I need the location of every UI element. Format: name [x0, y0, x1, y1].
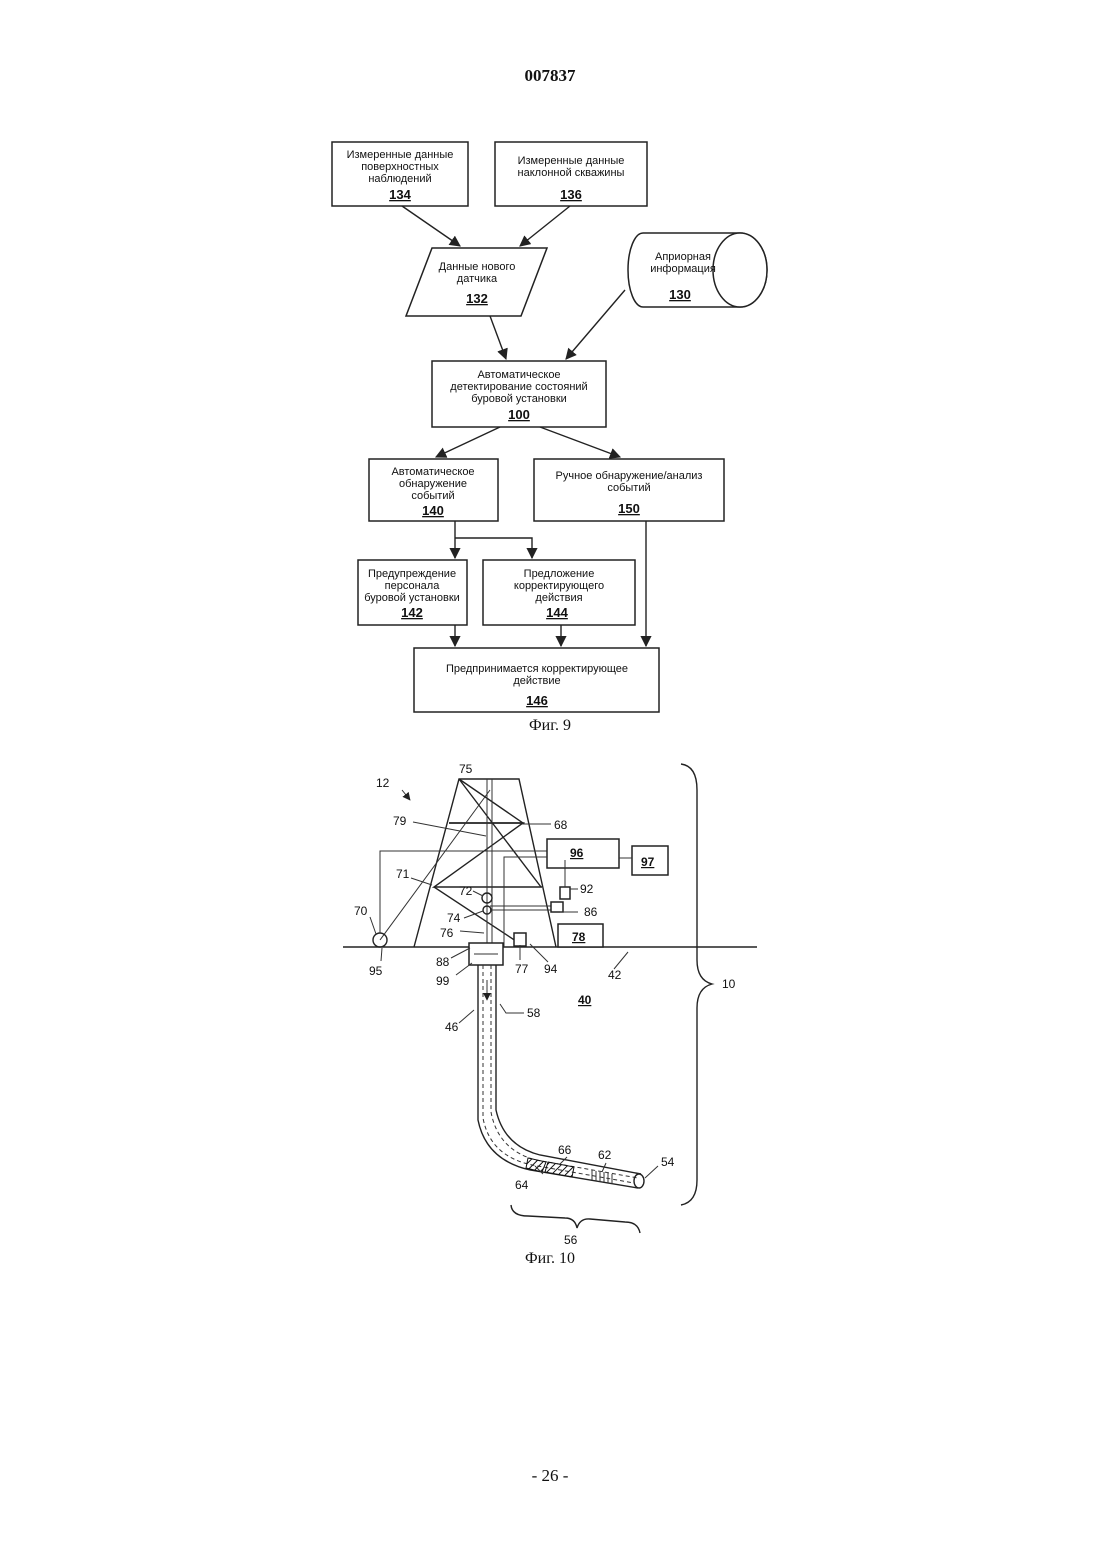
- box-140-line-1: Автоматическое: [391, 466, 474, 478]
- box-100-line-2: детектирование состояний: [450, 381, 587, 393]
- box-132-line-1: Данные нового: [439, 261, 516, 273]
- box-140-number: 140: [422, 503, 444, 518]
- box-146-corrective-action-taken: Предпринимается корректирующее действие …: [414, 648, 659, 712]
- box-136-line-2: наклонной скважины: [518, 167, 625, 179]
- box-136-number: 136: [560, 187, 582, 202]
- box-130-apriori-info-cylinder: Априорная информация 130: [628, 233, 767, 307]
- hookload-sensor-94: [514, 933, 526, 946]
- label-94: 94: [544, 962, 558, 976]
- label-68: 68: [554, 818, 568, 832]
- sensor-92: [560, 887, 570, 899]
- label-70: 70: [354, 904, 368, 918]
- box-140-auto-event-detection: Автоматическое обнаружение событий 140: [369, 459, 498, 521]
- label-99: 99: [436, 974, 450, 988]
- box-146-line-1: Предпринимается корректирующее: [446, 663, 628, 675]
- label-86: 86: [584, 905, 598, 919]
- label-95: 95: [369, 964, 383, 978]
- label-62: 62: [598, 1148, 612, 1162]
- box-130-number: 130: [669, 287, 691, 302]
- box-142-line-1: Предупреждение: [368, 568, 456, 580]
- box-150-line-1: Ручное обнаружение/анализ: [556, 470, 703, 482]
- box-100-line-1: Автоматическое: [477, 369, 560, 381]
- label-79: 79: [393, 814, 407, 828]
- box-142-line-3: буровой установки: [364, 592, 460, 604]
- label-64: 64: [515, 1178, 529, 1192]
- page-number: - 26 -: [0, 1466, 1100, 1486]
- label-42: 42: [608, 968, 622, 982]
- fig9-flowchart: Измеренные данные поверхностных наблюден…: [332, 142, 767, 712]
- derrick-tower: [414, 779, 556, 947]
- label-66: 66: [558, 1143, 572, 1157]
- label-72: 72: [459, 884, 473, 898]
- label-10: 10: [722, 977, 736, 991]
- box-144-line-1: Предложение: [524, 568, 595, 580]
- box-134-line-2: поверхностных: [361, 161, 439, 173]
- box-146-number: 146: [526, 693, 548, 708]
- label-76: 76: [440, 926, 454, 940]
- box-150-line-2: событий: [607, 482, 650, 494]
- box-134-surface-data: Измеренные данные поверхностных наблюден…: [332, 142, 468, 206]
- box-130-line-1: Априорная: [655, 251, 711, 263]
- label-78: 78: [572, 930, 586, 944]
- box-136-inclined-well-data: Измеренные данные наклонной скважины 136: [495, 142, 647, 206]
- box-140-line-2: обнаружение: [399, 478, 467, 490]
- label-54: 54: [661, 1155, 675, 1169]
- box-142-warn-personnel: Предупреждение персонала буровой установ…: [358, 560, 467, 625]
- label-92: 92: [580, 882, 594, 896]
- brace-10: [681, 764, 712, 1205]
- box-144-line-2: корректирующего: [514, 580, 604, 592]
- label-97: 97: [641, 855, 655, 869]
- label-88: 88: [436, 955, 450, 969]
- box-132-line-2: датчика: [457, 273, 498, 285]
- box-150-manual-event-analysis: Ручное обнаружение/анализ событий 150: [534, 459, 724, 521]
- fig10-drilling-rig-diagram: 12 75 79 68 96 97 71 72 92 86 70 74 76 7…: [343, 762, 757, 1247]
- label-56: 56: [564, 1233, 578, 1247]
- box-132-number: 132: [466, 291, 488, 306]
- box-100-auto-state-detection: Автоматическое детектирование состояний …: [432, 361, 606, 427]
- box-150-number: 150: [618, 501, 640, 516]
- label-58: 58: [527, 1006, 541, 1020]
- box-136-line-1: Измеренные данные: [518, 155, 625, 167]
- box-142-line-2: персонала: [385, 580, 441, 592]
- label-77: 77: [515, 962, 529, 976]
- label-12: 12: [376, 776, 390, 790]
- box-134-line-3: наблюдений: [368, 173, 431, 185]
- fig10-caption: Фиг. 10: [450, 1250, 650, 1268]
- label-96: 96: [570, 846, 584, 860]
- box-144-suggest-corrective-action: Предложение корректирующего действия 144: [483, 560, 635, 625]
- hoist-line: [373, 790, 490, 947]
- fig9-caption: Фиг. 9: [450, 717, 650, 735]
- box-134-line-1: Измеренные данные: [347, 149, 454, 161]
- box-140-line-3: событий: [411, 490, 454, 502]
- box-100-line-3: буровой установки: [471, 393, 567, 405]
- label-75: 75: [459, 762, 473, 776]
- box-134-number: 134: [389, 187, 411, 202]
- fig10-reference-numerals: 12 75 79 68 96 97 71 72 92 86 70 74 76 7…: [354, 762, 736, 1247]
- label-71: 71: [396, 867, 410, 881]
- box-146-line-2: действие: [513, 675, 560, 687]
- sensor-86: [551, 902, 563, 912]
- brace-56: [511, 1205, 640, 1233]
- box-100-number: 100: [508, 407, 530, 422]
- label-74: 74: [447, 911, 461, 925]
- box-132-new-sensor-data: Данные нового датчика 132: [406, 248, 547, 316]
- box-130-line-2: информация: [650, 263, 716, 275]
- box-144-number: 144: [546, 605, 568, 620]
- label-46: 46: [445, 1020, 459, 1034]
- label-40: 40: [578, 993, 592, 1007]
- box-144-line-3: действия: [535, 592, 582, 604]
- box-142-number: 142: [401, 605, 423, 620]
- mwd-tool-66: [545, 1162, 574, 1177]
